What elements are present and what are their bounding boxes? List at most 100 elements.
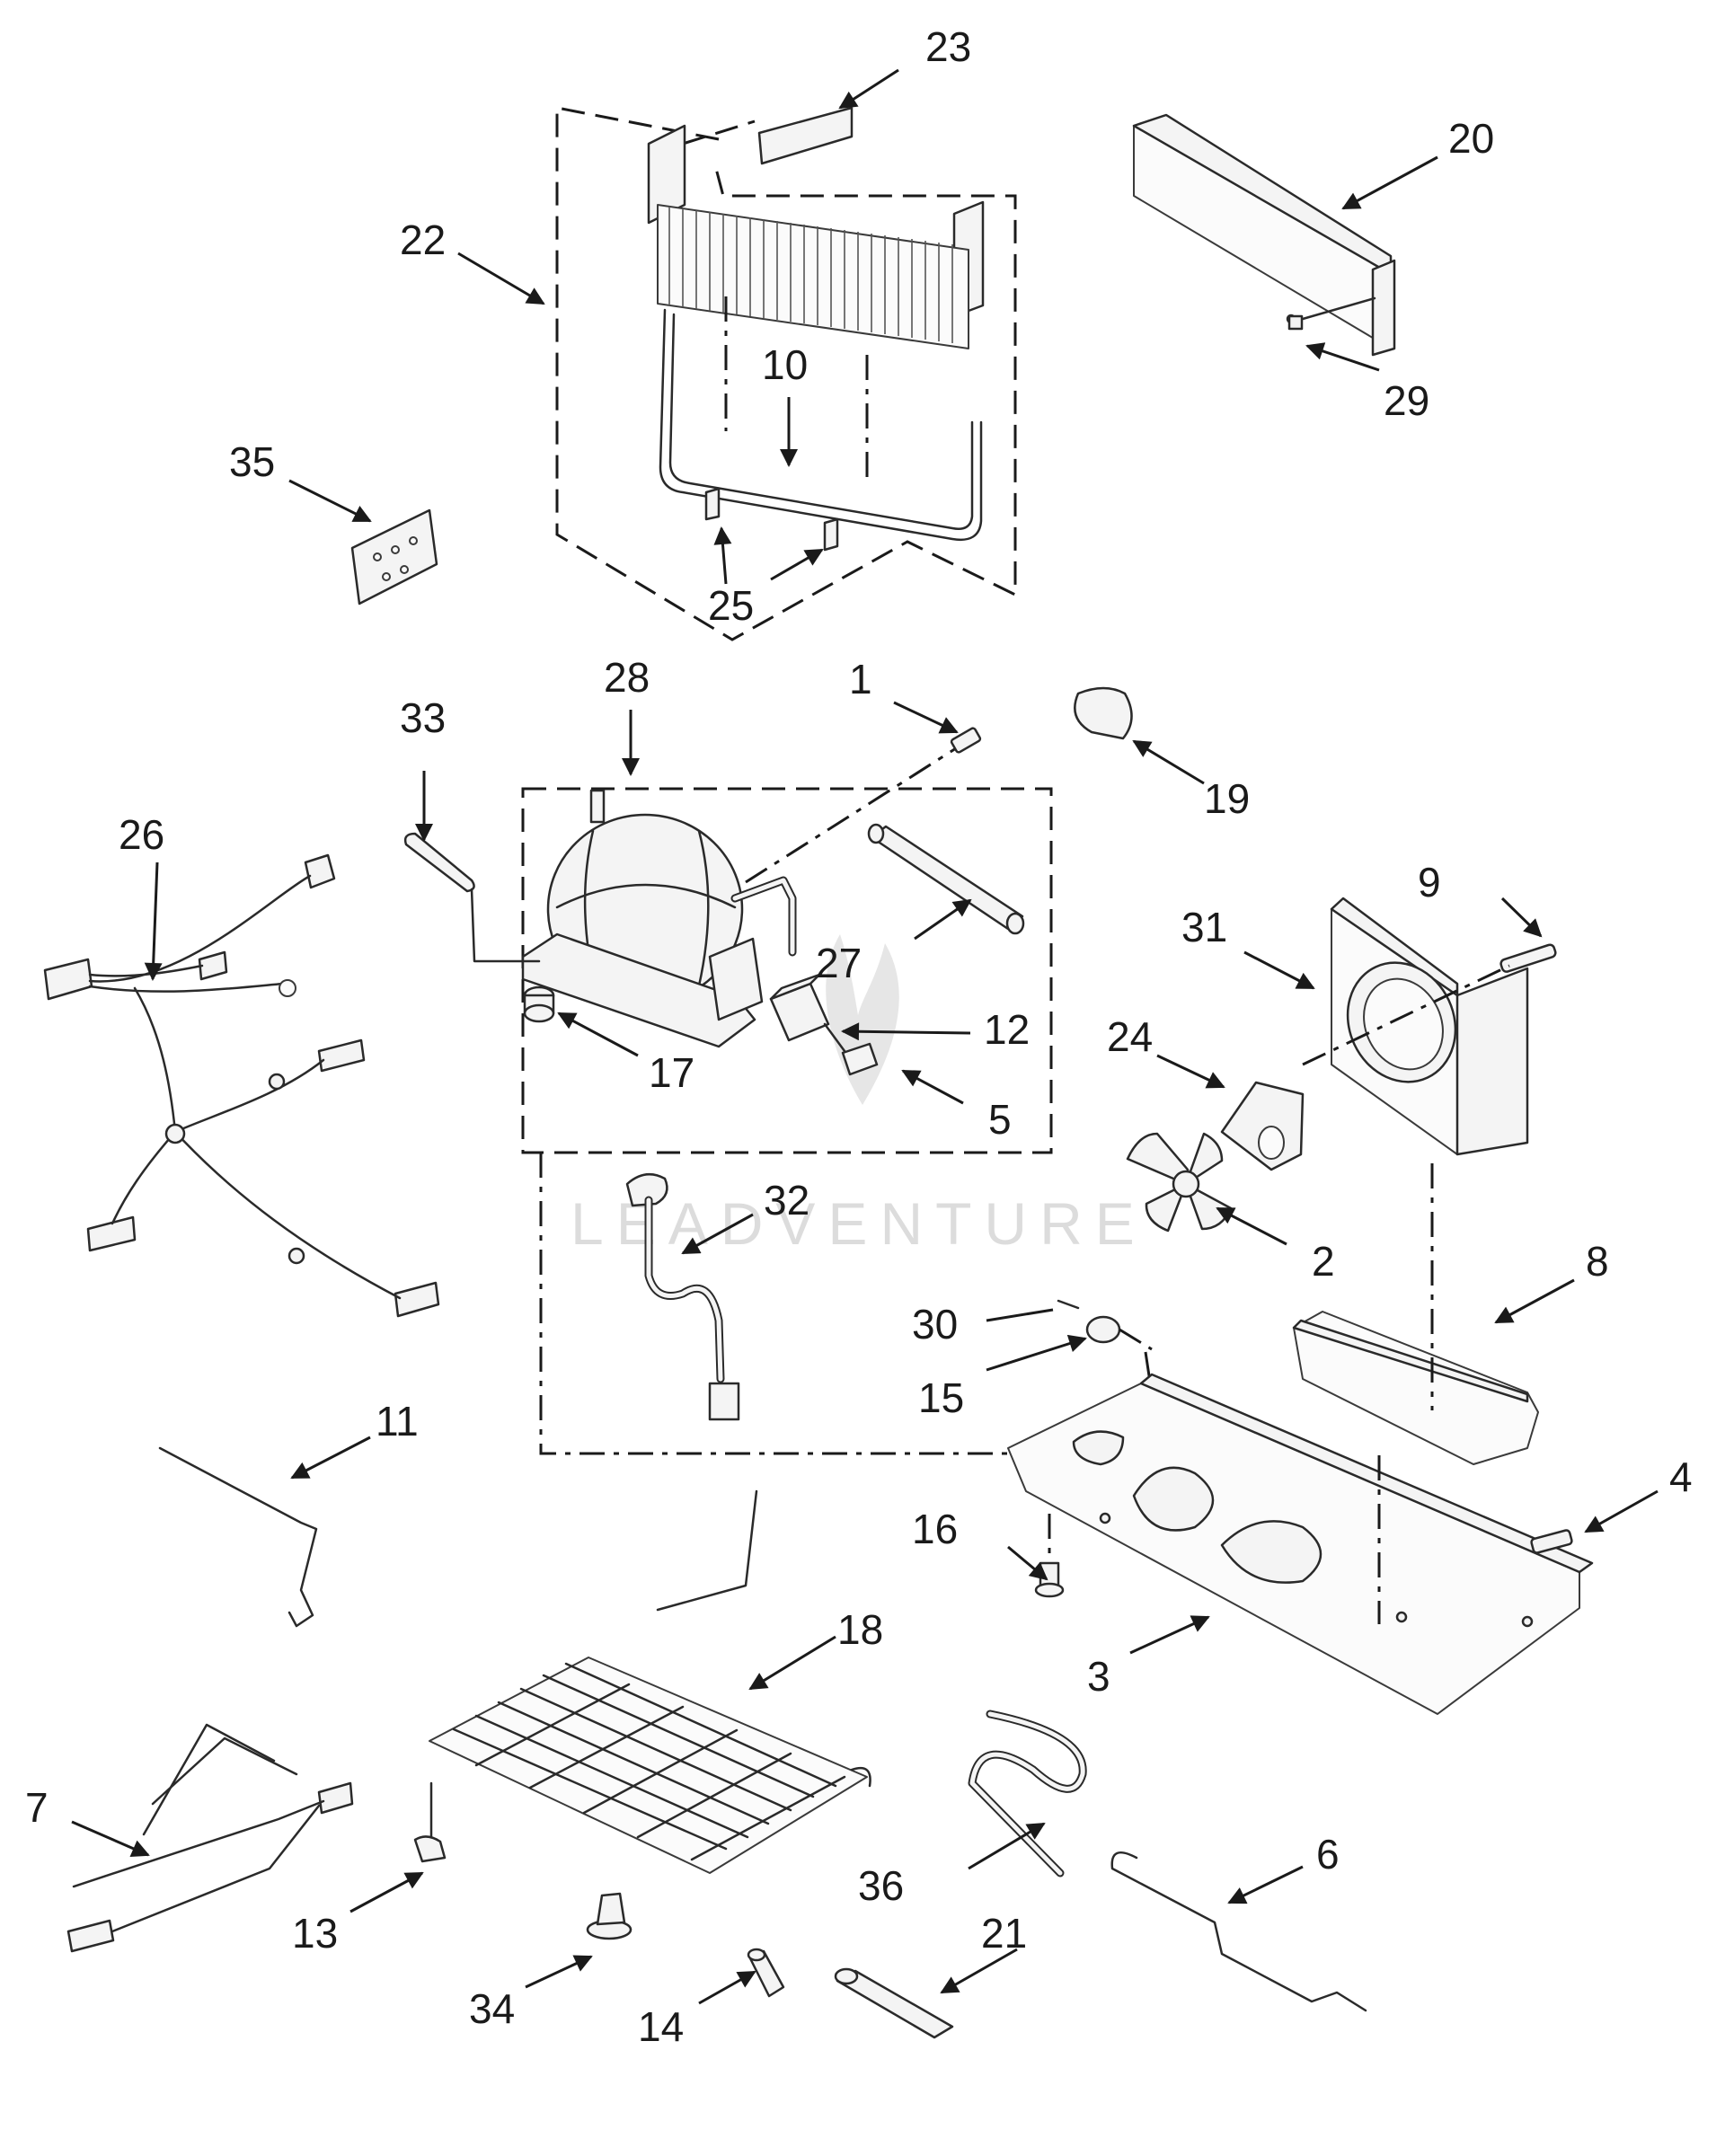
callout-35: 35: [229, 438, 275, 485]
callout-3: 3: [1087, 1653, 1110, 1700]
callout-5: 5: [988, 1096, 1012, 1143]
part-35-board: [350, 508, 438, 605]
part-31-shroud: [1330, 897, 1529, 1156]
callout-34: 34: [469, 1985, 515, 2032]
leader-32: [681, 1213, 754, 1255]
part-9-screw: [1302, 943, 1557, 1066]
callout-20: 20: [1448, 115, 1494, 162]
part-29-grommet: [1287, 296, 1376, 331]
part-23-pad: [682, 106, 854, 165]
leader-11: [290, 1436, 371, 1480]
callout-4: 4: [1669, 1454, 1693, 1500]
part-16-screw: [1034, 1514, 1065, 1598]
part-6-wire: [1110, 1851, 1367, 2012]
callout-25: 25: [708, 582, 754, 629]
leader-3: [1129, 1615, 1210, 1655]
callout-24: 24: [1107, 1013, 1153, 1060]
leader-30: [986, 1308, 1054, 1322]
part-11-wire: [158, 1446, 318, 1628]
evaporator-fins: [668, 207, 953, 343]
evaporator-assembly-outline: [555, 106, 1017, 641]
part-32-drain-tube: [625, 1172, 740, 1421]
callout-31: 31: [1181, 904, 1227, 950]
callout-19: 19: [1204, 775, 1250, 822]
leader-8: [1494, 1278, 1575, 1324]
callout-29: 29: [1384, 377, 1429, 424]
callout-16: 16: [912, 1506, 958, 1552]
part-27-drier: [867, 823, 1025, 935]
leader-4: [1584, 1489, 1659, 1533]
part-10-evaporator: [647, 124, 985, 542]
watermark-text: LEADVENTURE: [571, 1190, 1147, 1257]
leader-29: [1305, 342, 1380, 372]
part-33-strap: [403, 832, 541, 963]
callout-12: 12: [984, 1006, 1030, 1053]
callout-labels: 23 20 22 10 29 35 25 28 1 19 33 26 9 31 …: [25, 23, 1693, 2050]
part-5-overload: [823, 1022, 879, 1076]
leader-2: [1216, 1206, 1287, 1246]
part-3-base-plate: [1007, 1373, 1594, 1715]
leader-22: [457, 252, 545, 305]
callout-10: 10: [762, 341, 808, 388]
callout-26: 26: [119, 811, 164, 858]
leader-19: [1132, 739, 1205, 785]
leader-15: [986, 1334, 1087, 1372]
callout-14: 14: [638, 2003, 684, 2050]
callout-8: 8: [1586, 1238, 1609, 1285]
callout-36: 36: [858, 1862, 904, 1909]
part-19-clip: [1074, 686, 1133, 740]
part-1-screw: [950, 727, 982, 754]
part-25-clips: [704, 487, 839, 552]
leader-16: [1007, 1545, 1048, 1581]
callout-18: 18: [837, 1606, 883, 1653]
part-13-clip: [413, 1781, 447, 1863]
part-21-tube: [834, 1967, 954, 2039]
callout-7: 7: [25, 1784, 49, 1831]
part-12-relay: [769, 973, 830, 1042]
leader-20: [1341, 155, 1438, 210]
leader-26: [144, 862, 163, 981]
leader-1: [893, 701, 959, 734]
leader-14: [698, 1970, 756, 2005]
leader-18: [748, 1635, 836, 1691]
callout-30: 30: [912, 1301, 958, 1348]
part-8-fan-bracket: [1292, 1163, 1539, 1465]
leader-12: [841, 1022, 971, 1041]
leader-25a: [713, 526, 732, 585]
leader-24: [1156, 1054, 1225, 1089]
leader-6: [1227, 1865, 1304, 1904]
leader-21: [940, 1948, 1018, 1994]
callout-6: 6: [1316, 1831, 1340, 1878]
callout-13: 13: [292, 1910, 338, 1957]
leader-25b: [770, 548, 824, 581]
leader-35: [288, 479, 372, 523]
leader-13: [349, 1871, 424, 1913]
leader-5: [901, 1069, 964, 1105]
leader-17: [557, 1012, 639, 1057]
part-18-condenser: [429, 1489, 871, 1874]
leader-9: [1500, 897, 1543, 938]
part-26-harness: [43, 853, 440, 1318]
callout-22: 22: [400, 216, 446, 263]
callout-23: 23: [925, 23, 971, 70]
callout-2: 2: [1312, 1238, 1335, 1285]
part-2-fan-blade: [1126, 1132, 1233, 1233]
part-4-screw: [1530, 1529, 1573, 1554]
callout-11: 11: [376, 1398, 419, 1445]
part-20-cover: [1132, 113, 1396, 357]
part-14-sleeve: [747, 1948, 785, 1998]
watermark: LEADVENTURE: [571, 934, 1147, 1257]
leader-31: [1243, 950, 1315, 990]
callout-21: 21: [981, 1910, 1027, 1957]
leader-lines: [71, 68, 1659, 2005]
callout-17: 17: [649, 1049, 694, 1096]
leader-36: [968, 1822, 1046, 1870]
leader-27: [914, 898, 972, 941]
part-24-fan-motor: [1220, 1081, 1305, 1171]
part-17-grommet: [523, 985, 555, 1023]
part-28-compressor: [521, 740, 967, 1048]
leader-34: [525, 1955, 593, 1989]
part-36-hose: [968, 1710, 1087, 1878]
leader-7: [71, 1820, 150, 1857]
